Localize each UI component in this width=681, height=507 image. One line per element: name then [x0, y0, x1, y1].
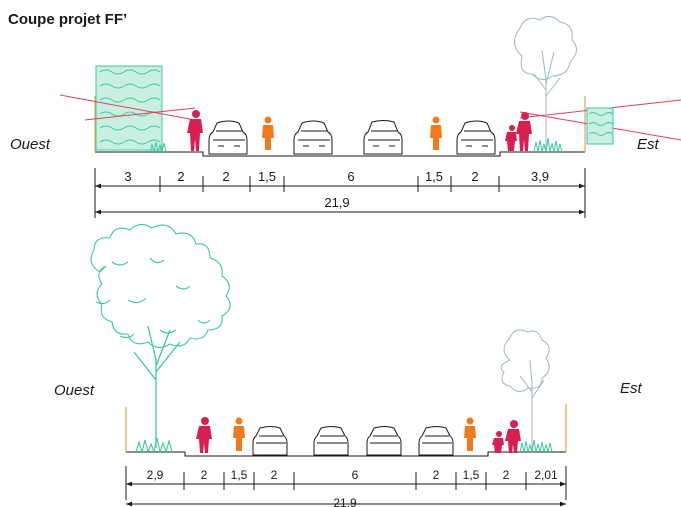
tree-east-bottom	[500, 329, 553, 453]
car-2-top	[293, 120, 333, 155]
dim-top-total: 21,9	[324, 195, 349, 210]
dim-bottom-4: 2	[271, 468, 278, 482]
pedestrian-east-top	[505, 112, 532, 151]
ground-line-top	[95, 151, 585, 157]
car-1-top	[208, 120, 248, 155]
pedestrian-west-top	[187, 110, 203, 151]
pedestrian-west-bottom	[196, 417, 212, 453]
dimension-chain-bottom	[125, 466, 567, 507]
west-label-bottom: Ouest	[54, 382, 95, 399]
pedestrian-east-bottom	[492, 420, 521, 453]
east-label-top: Est	[637, 136, 660, 153]
cyclist-west-top	[262, 116, 274, 150]
car-4-bottom	[418, 426, 454, 456]
car-3-bottom	[366, 426, 402, 456]
car-4-top	[456, 120, 496, 155]
grass-west-top	[149, 141, 167, 153]
dim-bottom-2: 2	[201, 468, 208, 482]
cyclist-east-top	[430, 116, 442, 150]
dim-top-6: 1,5	[425, 169, 443, 184]
dim-top-8: 3,9	[531, 169, 549, 184]
dim-top-3: 2	[222, 169, 229, 184]
dim-bottom-5: 6	[352, 468, 359, 482]
sightline-west-1	[59, 94, 196, 121]
dim-top-2: 2	[177, 169, 184, 184]
section-bottom: Ouest Est	[54, 223, 643, 507]
car-2-bottom	[313, 426, 349, 456]
cyclist-west-bottom	[233, 417, 245, 451]
dim-bottom-7: 1,5	[463, 468, 480, 482]
dim-bottom-1: 2,9	[147, 468, 164, 482]
car-1-bottom	[252, 426, 288, 456]
section-top: Ouest Est	[10, 16, 681, 218]
dim-bottom-9: 2,01	[534, 468, 558, 482]
dim-bottom-3: 1,5	[231, 468, 248, 482]
sightline-west-2	[84, 107, 196, 121]
dim-top-1: 3	[124, 169, 131, 184]
dimension-chain-top	[94, 168, 586, 218]
tree-west-bottom	[90, 223, 231, 455]
dim-top-5: 6	[347, 169, 354, 184]
hedge-east-top	[586, 107, 614, 145]
cyclist-east-bottom	[464, 417, 476, 451]
west-label-top: Ouest	[10, 136, 51, 153]
dim-bottom-8: 2	[503, 468, 510, 482]
east-label-bottom: Est	[620, 380, 643, 397]
dim-mask-top	[118, 170, 138, 184]
car-3-top	[363, 120, 403, 155]
dim-bottom-total: 21,9	[333, 496, 357, 507]
dim-top-4: 1,5	[258, 169, 276, 184]
dim-bottom-6: 2	[433, 468, 440, 482]
drawing-title: Coupe projet FF’	[8, 11, 127, 28]
tree-east-top	[514, 16, 577, 153]
dim-top-7: 2	[471, 169, 478, 184]
